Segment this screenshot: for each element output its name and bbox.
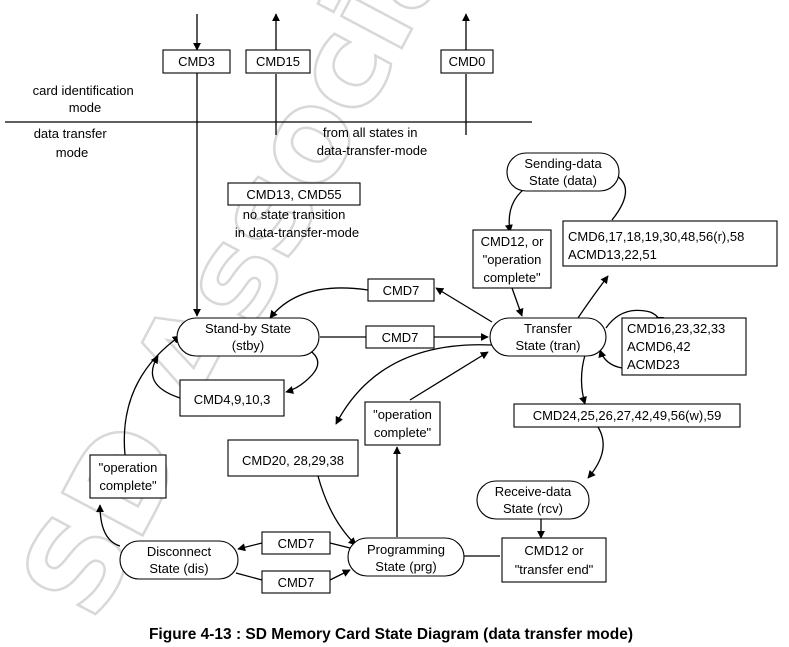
cmd16-to-transfer-arrow (598, 349, 623, 369)
disconnect-to-cmd7-line (235, 572, 263, 581)
svg-text:"operation: "operation (373, 407, 432, 422)
svg-text:CMD16,23,32,33: CMD16,23,32,33 (627, 321, 725, 336)
svg-text:no state transition: no state transition (243, 207, 346, 222)
svg-text:"operation: "operation (483, 252, 542, 267)
cmd20-to-programming-arrow (317, 475, 357, 546)
svg-text:"transfer end": "transfer end" (515, 562, 594, 577)
svg-text:Transfer: Transfer (524, 321, 573, 336)
svg-text:(stby): (stby) (232, 338, 265, 353)
op-complete-to-transfer-arrow (409, 351, 489, 401)
svg-text:ACMD6,42: ACMD6,42 (627, 339, 691, 354)
cmd7-top-box: CMD7 (367, 278, 435, 302)
svg-text:CMD12, or: CMD12, or (481, 234, 545, 249)
svg-text:Disconnect: Disconnect (147, 544, 212, 559)
cmd7-to-disconnect-arrow (237, 542, 263, 552)
svg-text:in data-transfer-mode: in data-transfer-mode (235, 225, 359, 240)
figure-caption: Figure 4-13 : SD Memory Card State Diagr… (149, 626, 633, 643)
disconnect-to-op-complete-arrow (96, 504, 121, 547)
cmd12-transfer-end-box: CMD12 or "transfer end" (501, 537, 607, 583)
operation-complete-prg-box: "operation complete" (364, 401, 441, 446)
cmd13-cmd55-note: CMD13, CMD55 no state transition in data… (227, 182, 361, 240)
cmd4-label: CMD4,9,10,3 (194, 392, 271, 407)
svg-text:Receive-data: Receive-data (495, 484, 572, 499)
cmd6-box: CMD6,17,18,19,30,48,56(r),58 ACMD13,22,5… (562, 220, 778, 267)
cmd15-label: CMD15 (256, 54, 300, 69)
state-receive-data: Receive-data State (rcv) (476, 480, 590, 520)
cmd0-box: CMD0 (440, 49, 494, 74)
state-disconnect: Disconnect State (dis) (119, 540, 239, 580)
operation-complete-dis-box: "operation complete" (89, 454, 167, 499)
svg-text:ACMD23: ACMD23 (627, 357, 680, 372)
state-standby: Stand-by State (stby) (176, 317, 320, 357)
cmd4-to-standby-arrow (150, 355, 181, 399)
svg-text:Sending-data: Sending-data (524, 156, 602, 171)
card-identification-mode-label: card identification mode (33, 83, 138, 115)
cmd7-disconnect-top-box: CMD7 (261, 531, 331, 555)
data-transfer-mode-label: data transfer mode (34, 126, 111, 160)
cmd3-label: CMD3 (178, 54, 215, 69)
svg-text:State (rcv): State (rcv) (503, 501, 563, 516)
svg-text:CMD12 or: CMD12 or (524, 543, 584, 558)
svg-text:CMD13, CMD55: CMD13, CMD55 (246, 187, 341, 202)
cmd24-to-receive-arrow (587, 426, 604, 479)
svg-text:CMD7: CMD7 (278, 536, 315, 551)
svg-text:State (data): State (data) (529, 173, 597, 188)
svg-text:State (dis): State (dis) (149, 561, 208, 576)
svg-text:"operation: "operation (99, 460, 158, 475)
svg-text:Stand-by State: Stand-by State (205, 321, 291, 336)
cmd3-box: CMD3 (162, 49, 231, 74)
cmd4-box: CMD4,9,10,3 (179, 379, 285, 417)
programming-to-cmd7-line (329, 542, 351, 549)
transfer-to-cmd24-arrow (579, 354, 587, 405)
transfer-to-cmd7-top-arrow (435, 287, 493, 323)
cmd7-top-label: CMD7 (383, 283, 420, 298)
cmd20-label: CMD20, 28,29,38 (242, 453, 344, 468)
svg-text:complete": complete" (99, 478, 157, 493)
cmd24-label: CMD24,25,26,27,42,49,56(w),59 (533, 408, 722, 423)
svg-text:Programming: Programming (367, 542, 445, 557)
cmd24-box: CMD24,25,26,27,42,49,56(w),59 (513, 403, 741, 428)
cmd7-mid-label: CMD7 (382, 330, 419, 345)
state-sending-data: Sending-data State (data) (506, 152, 620, 192)
state-programming: Programming State (prg) (347, 537, 465, 577)
svg-text:State (tran): State (tran) (515, 338, 580, 353)
from-all-states-label: from all states in data-transfer-mode (317, 125, 428, 158)
sending-to-cmd12-arrow (504, 184, 531, 233)
cmd12-to-transfer-arrow (511, 287, 524, 317)
cmd7-top-to-standby-arrow (269, 287, 369, 319)
cmd20-box: CMD20, 28,29,38 (227, 439, 359, 477)
state-transfer: Transfer State (tran) (489, 317, 607, 357)
svg-text:complete": complete" (483, 270, 541, 285)
cmd16-box: CMD16,23,32,33 ACMD6,42 ACMD23 (621, 317, 747, 376)
transfer-to-cmd6-arrow (577, 275, 609, 319)
cmd15-box: CMD15 (245, 49, 311, 74)
svg-text:State (prg): State (prg) (375, 559, 436, 574)
cmd7-disconnect-bottom-box: CMD7 (261, 570, 331, 594)
svg-text:complete": complete" (374, 425, 432, 440)
op-complete-to-standby-arrow (123, 335, 181, 456)
cmd7-to-programming-arrow (329, 569, 351, 581)
cmd12-operation-complete-box: CMD12, or "operation complete" (472, 229, 552, 289)
svg-text:ACMD13,22,51: ACMD13,22,51 (568, 247, 657, 262)
svg-text:CMD6,17,18,19,30,48,56(r),58: CMD6,17,18,19,30,48,56(r),58 (568, 229, 744, 244)
transfer-to-cmd20-arrow (335, 344, 493, 425)
cmd7-mid-box: CMD7 (365, 325, 435, 349)
cmd0-label: CMD0 (449, 54, 486, 69)
transitions (96, 13, 664, 581)
svg-text:CMD7: CMD7 (278, 575, 315, 590)
